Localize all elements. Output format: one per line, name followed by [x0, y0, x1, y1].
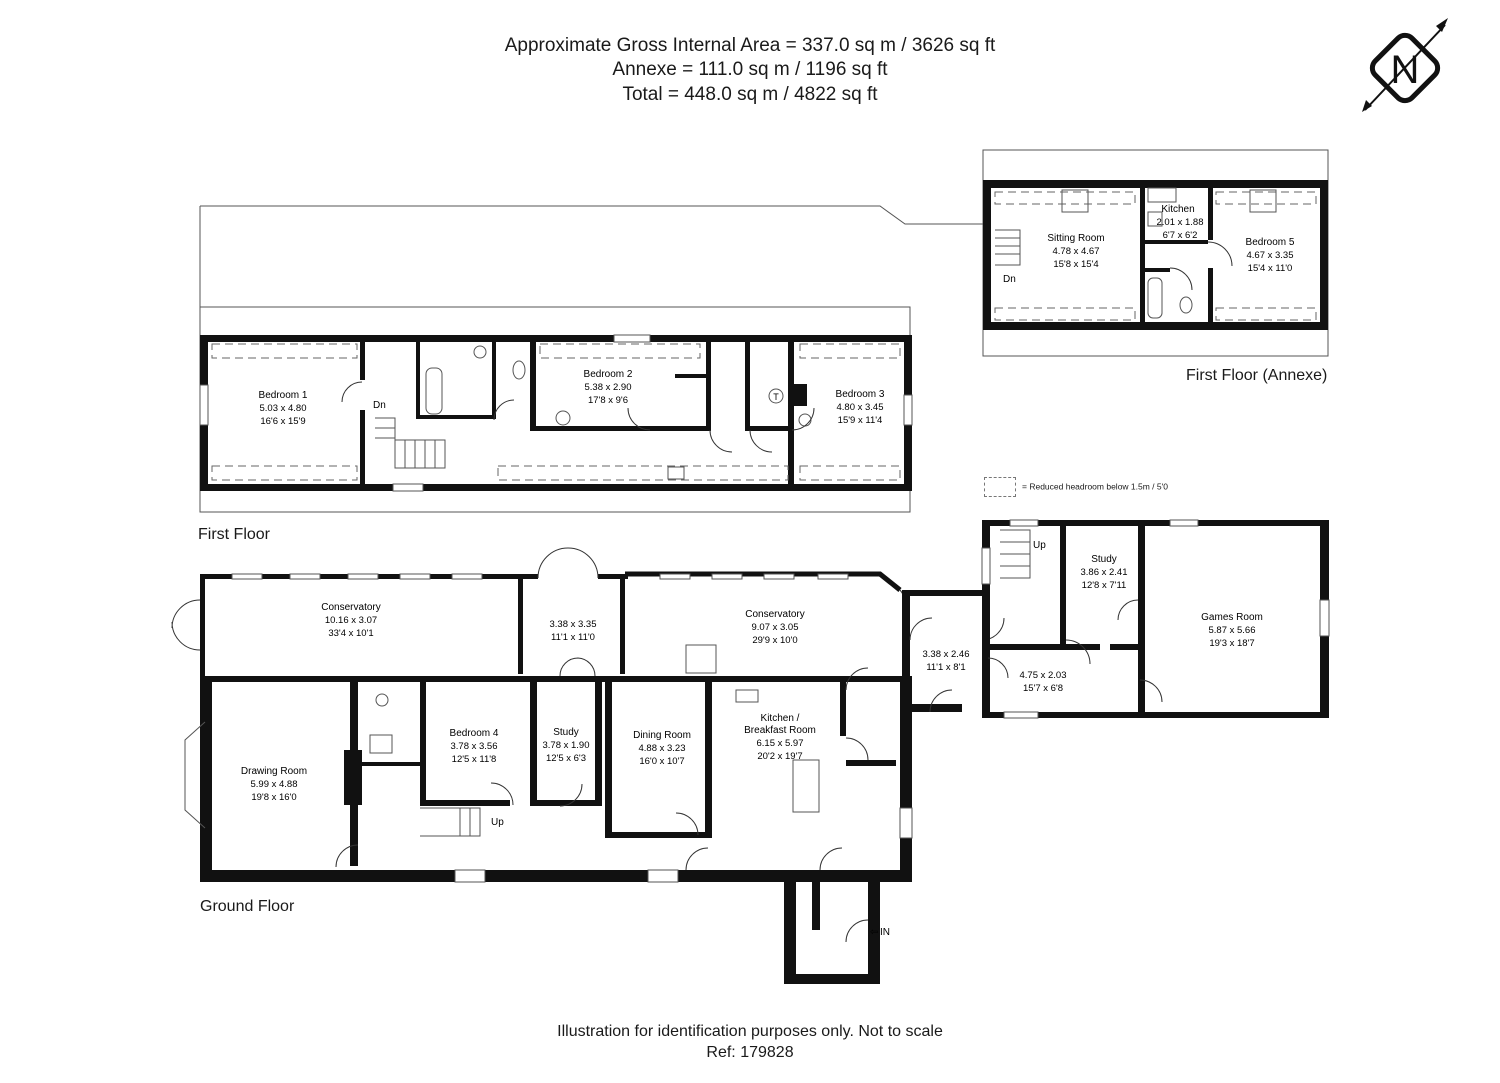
area-header-line1: Approximate Gross Internal Area = 337.0 …	[504, 35, 996, 56]
main-first-floor: T Dn Bedroom 1 5.03 x 4.80 16'6 x 15'9 B…	[199, 205, 983, 513]
floor-label-first: First Floor	[198, 526, 270, 543]
kitchen-imperial: 20'2 x 19'7	[757, 751, 802, 762]
bedroom2-imperial: 17'8 x 9'6	[588, 395, 628, 406]
games-room-name: Games Room	[1201, 612, 1263, 623]
annexe-kitchen-name: Kitchen	[1161, 204, 1194, 215]
area-header-line2: Annexe = 111.0 sq m / 1196 sq ft	[612, 59, 888, 80]
bedroom3-imperial: 15'9 x 11'4	[838, 415, 883, 426]
north-compass-icon: N	[1362, 18, 1448, 112]
annexe-study-name: Study	[1091, 554, 1117, 565]
dining-room-metric: 4.88 x 3.23	[638, 743, 685, 754]
bedroom3-metric: 4.80 x 3.45	[836, 402, 883, 413]
reference: Ref: 179828	[706, 1044, 794, 1061]
drawing-room-name: Drawing Room	[241, 766, 307, 777]
dining-room-imperial: 16'0 x 10'7	[639, 756, 684, 767]
annexe-kitchen-metric: 2.01 x 1.88	[1156, 217, 1203, 228]
annexe-kitchen-imperial: 6'7 x 6'2	[1163, 230, 1198, 241]
study-metric: 3.78 x 1.90	[542, 740, 589, 751]
ground-floor: IN ⇦ Up Up Conservatory	[171, 519, 1330, 984]
drawing-room-metric: 5.99 x 4.88	[250, 779, 297, 790]
kitchen-name: Kitchen /	[761, 713, 800, 724]
sitting-room-imperial: 15'8 x 15'4	[1053, 259, 1098, 270]
bedroom2-name: Bedroom 2	[584, 369, 633, 380]
room-b-metric: 3.38 x 2.46	[922, 649, 969, 660]
tank-label: T	[773, 392, 779, 402]
room-c-metric: 4.75 x 2.03	[1019, 670, 1066, 681]
study-imperial: 12'5 x 6'3	[546, 753, 586, 764]
drawing-room-imperial: 19'8 x 16'0	[251, 792, 296, 803]
dashed-box-icon	[984, 477, 1016, 497]
room-b-imperial: 11'1 x 8'1	[926, 662, 965, 673]
entrance-arrow-icon: ⇦	[870, 927, 878, 938]
bedroom2-metric: 5.38 x 2.90	[584, 382, 631, 393]
bedroom5-imperial: 15'4 x 11'0	[1248, 263, 1293, 274]
bedroom3-name: Bedroom 3	[836, 389, 885, 400]
conservatory1-imperial: 33'4 x 10'1	[328, 628, 373, 639]
conservatory1-name: Conservatory	[321, 602, 380, 613]
bedroom1-metric: 5.03 x 4.80	[259, 403, 306, 414]
dining-room-name: Dining Room	[633, 730, 691, 741]
stairs-up-label: Up	[491, 817, 504, 828]
games-room-metric: 5.87 x 5.66	[1208, 625, 1255, 636]
annexe-study-metric: 3.86 x 2.41	[1080, 567, 1127, 578]
annexe-stairs-label: Dn	[1003, 274, 1016, 285]
entrance-label: IN	[880, 927, 890, 938]
first-stairs-label: Dn	[373, 400, 386, 411]
bedroom5-name: Bedroom 5	[1246, 237, 1295, 248]
bedroom4-metric: 3.78 x 3.56	[450, 741, 497, 752]
room-a-imperial: 11'1 x 11'0	[551, 632, 595, 643]
headroom-legend: = Reduced headroom below 1.5m / 5'0	[984, 477, 1168, 497]
sitting-room-name: Sitting Room	[1047, 233, 1104, 244]
annexe-first-floor: Dn Sitting Room 4.78 x 4.67 15'8 x 15'4 …	[982, 149, 1329, 357]
study-name: Study	[553, 727, 579, 738]
conservatory1-metric: 10.16 x 3.07	[325, 615, 377, 626]
area-header-line3: Total = 448.0 sq m / 4822 sq ft	[622, 84, 878, 105]
disclaimer: Illustration for identification purposes…	[557, 1023, 943, 1040]
conservatory2-name: Conservatory	[745, 609, 804, 620]
floor-label-ground: Ground Floor	[200, 898, 295, 915]
bedroom4-name: Bedroom 4	[450, 728, 499, 739]
room-c-imperial: 15'7 x 6'8	[1023, 683, 1063, 694]
conservatory2-metric: 9.07 x 3.05	[751, 622, 798, 633]
room-a-metric: 3.38 x 3.35	[549, 619, 596, 630]
games-room-imperial: 19'3 x 18'7	[1209, 638, 1254, 649]
conservatory2-imperial: 29'9 x 10'0	[752, 635, 797, 646]
annexe-study-imperial: 12'8 x 7'11	[1082, 580, 1127, 591]
sitting-room-metric: 4.78 x 4.67	[1052, 246, 1099, 257]
bedroom4-imperial: 12'5 x 11'8	[452, 754, 497, 765]
kitchen-metric: 6.15 x 5.97	[756, 738, 803, 749]
kitchen-name2: Breakfast Room	[744, 725, 816, 736]
bedroom1-imperial: 16'6 x 15'9	[260, 416, 305, 427]
annexe-stairs-up-label: Up	[1033, 540, 1046, 551]
legend-text: = Reduced headroom below 1.5m / 5'0	[1022, 481, 1168, 492]
bedroom5-metric: 4.67 x 3.35	[1246, 250, 1293, 261]
floor-label-first-annexe: First Floor (Annexe)	[1186, 367, 1328, 384]
compass-letter: N	[1391, 48, 1420, 92]
bedroom1-name: Bedroom 1	[259, 390, 308, 401]
